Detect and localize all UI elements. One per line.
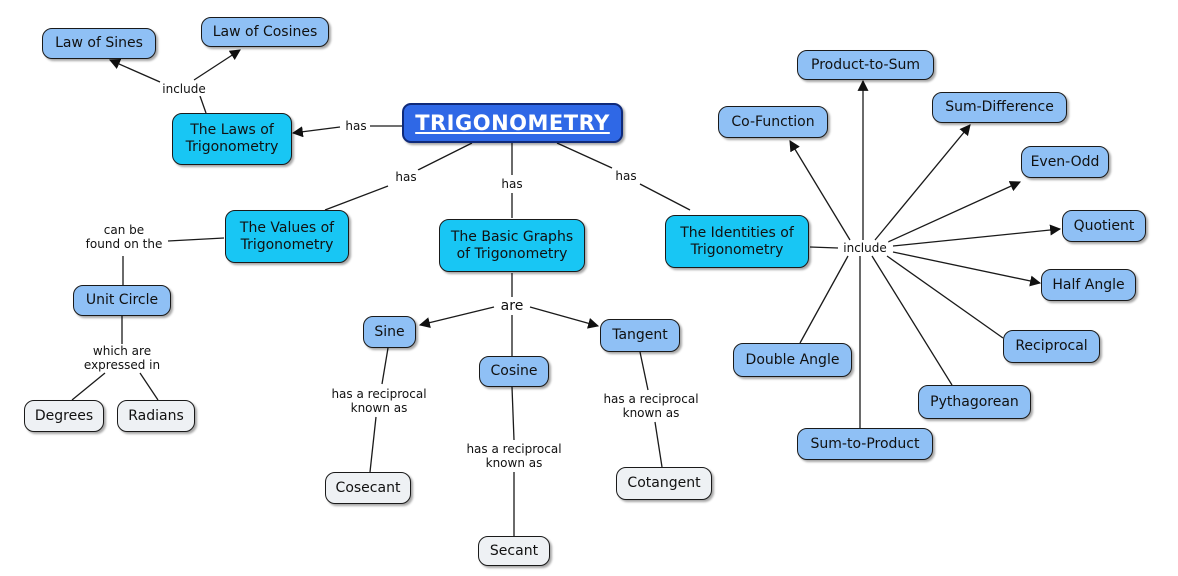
concept-law-of-cosines[interactable]: Law of Cosines	[201, 17, 329, 47]
edge-include-sines	[108, 58, 161, 83]
link-values-found-on: can be found on the	[83, 223, 165, 251]
edge-include-sumdifference	[874, 124, 971, 241]
concept-label: Cosine	[490, 363, 538, 379]
link-identities-include: include	[841, 241, 889, 255]
concept-label: Sine	[374, 323, 405, 340]
concept-label: Quotient	[1073, 217, 1135, 234]
link-unit-expressed-in: which are expressed in	[81, 344, 163, 372]
concept-label: Even-Odd	[1030, 153, 1100, 170]
concept-quotient[interactable]: Quotient	[1062, 210, 1146, 242]
edge-identities-include	[809, 246, 839, 249]
concept-cosine[interactable]: Cosine	[479, 356, 549, 387]
concept-label: Product-to-Sum	[811, 56, 920, 73]
concept-pythagorean[interactable]: Pythagorean	[918, 385, 1031, 419]
concept-label: Cosecant	[335, 479, 401, 496]
concept-label: The Basic Graphs of Trigonometry	[450, 228, 574, 262]
concept-basic-graphs[interactable]: The Basic Graphs of Trigonometry	[439, 219, 585, 272]
edge-are-sine	[418, 306, 495, 329]
root-title: TRIGONOMETRY	[415, 110, 610, 135]
concept-values-of-trigonometry[interactable]: The Values of Trigonometry	[225, 210, 349, 263]
concept-sine[interactable]: Sine	[363, 316, 416, 348]
concept-label: The Values of Trigonometry	[239, 219, 335, 253]
edge-sine-reciprocal	[381, 347, 389, 385]
concept-label: Degrees	[34, 407, 94, 424]
concept-label: Half Angle	[1052, 276, 1125, 293]
concept-label: Sum-Difference	[945, 99, 1054, 115]
link-root-has-graphs: has	[499, 177, 525, 191]
concept-radians[interactable]: Radians	[117, 400, 195, 432]
concept-label: Law of Cosines	[212, 23, 318, 40]
concept-label: Unit Circle	[85, 292, 159, 308]
edge-are-tangent	[529, 306, 600, 329]
concept-label: Tangent	[612, 327, 668, 343]
concept-label: The Laws of Trigonometry	[185, 122, 279, 155]
concept-label: Law of Sines	[55, 35, 143, 51]
link-cosine-reciprocal: has a reciprocal known as	[464, 442, 564, 470]
edge-include-cosines	[193, 49, 241, 81]
concept-tangent[interactable]: Tangent	[600, 319, 680, 352]
edge-values-found	[167, 237, 225, 242]
concept-co-function[interactable]: Co-Function	[718, 106, 828, 138]
concept-label: Pythagorean	[930, 393, 1019, 410]
link-sine-reciprocal: has a reciprocal known as	[329, 387, 429, 415]
edge-reciprocal-cosecant	[369, 416, 377, 473]
edge-tangent-reciprocal	[639, 351, 649, 391]
edge-reciprocal-cotangent	[654, 421, 663, 468]
edge-include-evenodd	[887, 181, 1022, 243]
edge-has-values	[324, 185, 389, 211]
concept-sum-difference[interactable]: Sum-Difference	[932, 92, 1067, 123]
concept-label: Radians	[128, 407, 184, 424]
link-graphs-are: are	[498, 298, 526, 314]
concept-reciprocal[interactable]: Reciprocal	[1003, 330, 1100, 363]
edge-include-doubleangle	[799, 255, 849, 344]
concept-label: Cotangent	[627, 475, 701, 491]
concept-label: Co-Function	[731, 113, 815, 130]
link-laws-include: include	[160, 82, 208, 96]
edge-expressed-radians	[139, 372, 159, 401]
concept-cotangent[interactable]: Cotangent	[616, 467, 712, 500]
edge-has-laws	[291, 126, 341, 138]
edge-laws-include	[199, 95, 207, 114]
link-tangent-reciprocal: has a reciprocal known as	[601, 392, 701, 420]
concept-label: The Identities of Trigonometry	[680, 224, 794, 258]
concept-unit-circle[interactable]: Unit Circle	[73, 285, 171, 316]
concept-law-of-sines[interactable]: Law of Sines	[42, 28, 156, 59]
edge-include-cofunction	[789, 140, 851, 241]
link-root-has-identities: has	[613, 169, 639, 183]
concept-label: Reciprocal	[1015, 338, 1088, 354]
link-root-has-values: has	[393, 170, 419, 184]
concept-label: Secant	[489, 542, 539, 559]
concept-laws-of-trigonometry[interactable]: The Laws of Trigonometry	[172, 113, 292, 165]
concept-label: Sum-to-Product	[810, 435, 920, 452]
concept-secant[interactable]: Secant	[478, 536, 550, 566]
edge-include-halfangle	[892, 251, 1042, 287]
edge-include-pythagorean	[871, 255, 953, 386]
concept-half-angle[interactable]: Half Angle	[1041, 269, 1136, 301]
concept-label: Double Angle	[745, 351, 840, 368]
concept-product-to-sum[interactable]: Product-to-Sum	[797, 50, 934, 80]
edge-root-has-values	[417, 142, 473, 171]
concept-sum-to-product[interactable]: Sum-to-Product	[797, 428, 933, 460]
edge-has-identities	[639, 183, 691, 211]
edge-include-quotient	[892, 224, 1062, 247]
edge-expressed-degrees	[71, 372, 106, 401]
concept-cosecant[interactable]: Cosecant	[325, 472, 411, 504]
edge-include-reciprocal	[886, 255, 1004, 339]
root-concept[interactable]: TRIGONOMETRY	[402, 103, 623, 143]
edge-root-has-identities	[556, 142, 613, 169]
edge-cosine-reciprocal	[511, 386, 515, 441]
link-root-has-laws: has	[343, 119, 369, 133]
concept-even-odd[interactable]: Even-Odd	[1021, 146, 1109, 178]
concept-degrees[interactable]: Degrees	[24, 400, 104, 432]
concept-identities-of-trigonometry[interactable]: The Identities of Trigonometry	[665, 215, 809, 268]
concept-double-angle[interactable]: Double Angle	[733, 343, 852, 377]
